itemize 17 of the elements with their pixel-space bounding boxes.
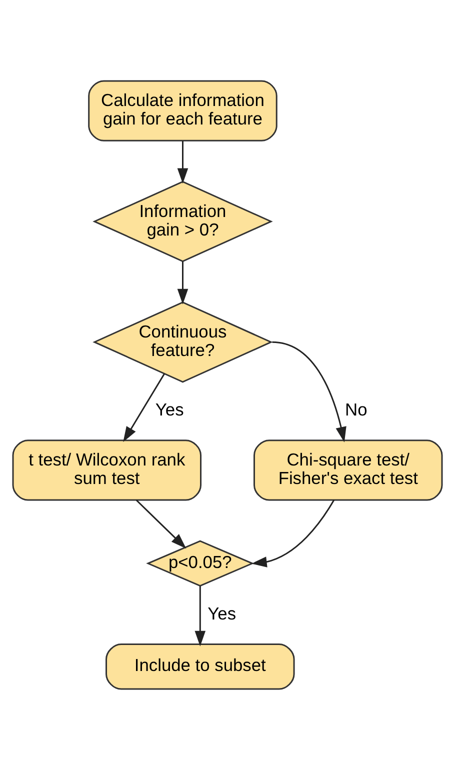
node-box: Include to subset <box>106 643 295 690</box>
arrow <box>123 372 165 442</box>
arrow <box>177 140 188 184</box>
node-diamond: Information gain > 0? <box>92 180 273 262</box>
node-box: Chi-square test/ Fisher's exact test <box>254 439 443 500</box>
node-box: Calculate information gain for each feature <box>88 80 278 141</box>
edge-label: No <box>345 399 368 420</box>
arrow <box>272 340 346 442</box>
arrow <box>177 260 188 304</box>
arrow <box>194 586 206 646</box>
edge-label: Yes <box>155 399 184 420</box>
node-diamond: Continuous feature? <box>92 301 273 382</box>
edge-label: Yes <box>208 603 236 624</box>
arrow <box>251 499 335 567</box>
node-diamond: p<0.05? <box>146 540 254 586</box>
arrow <box>136 499 186 548</box>
node-box: t test/ Wilcoxon rank sum test <box>12 439 202 500</box>
